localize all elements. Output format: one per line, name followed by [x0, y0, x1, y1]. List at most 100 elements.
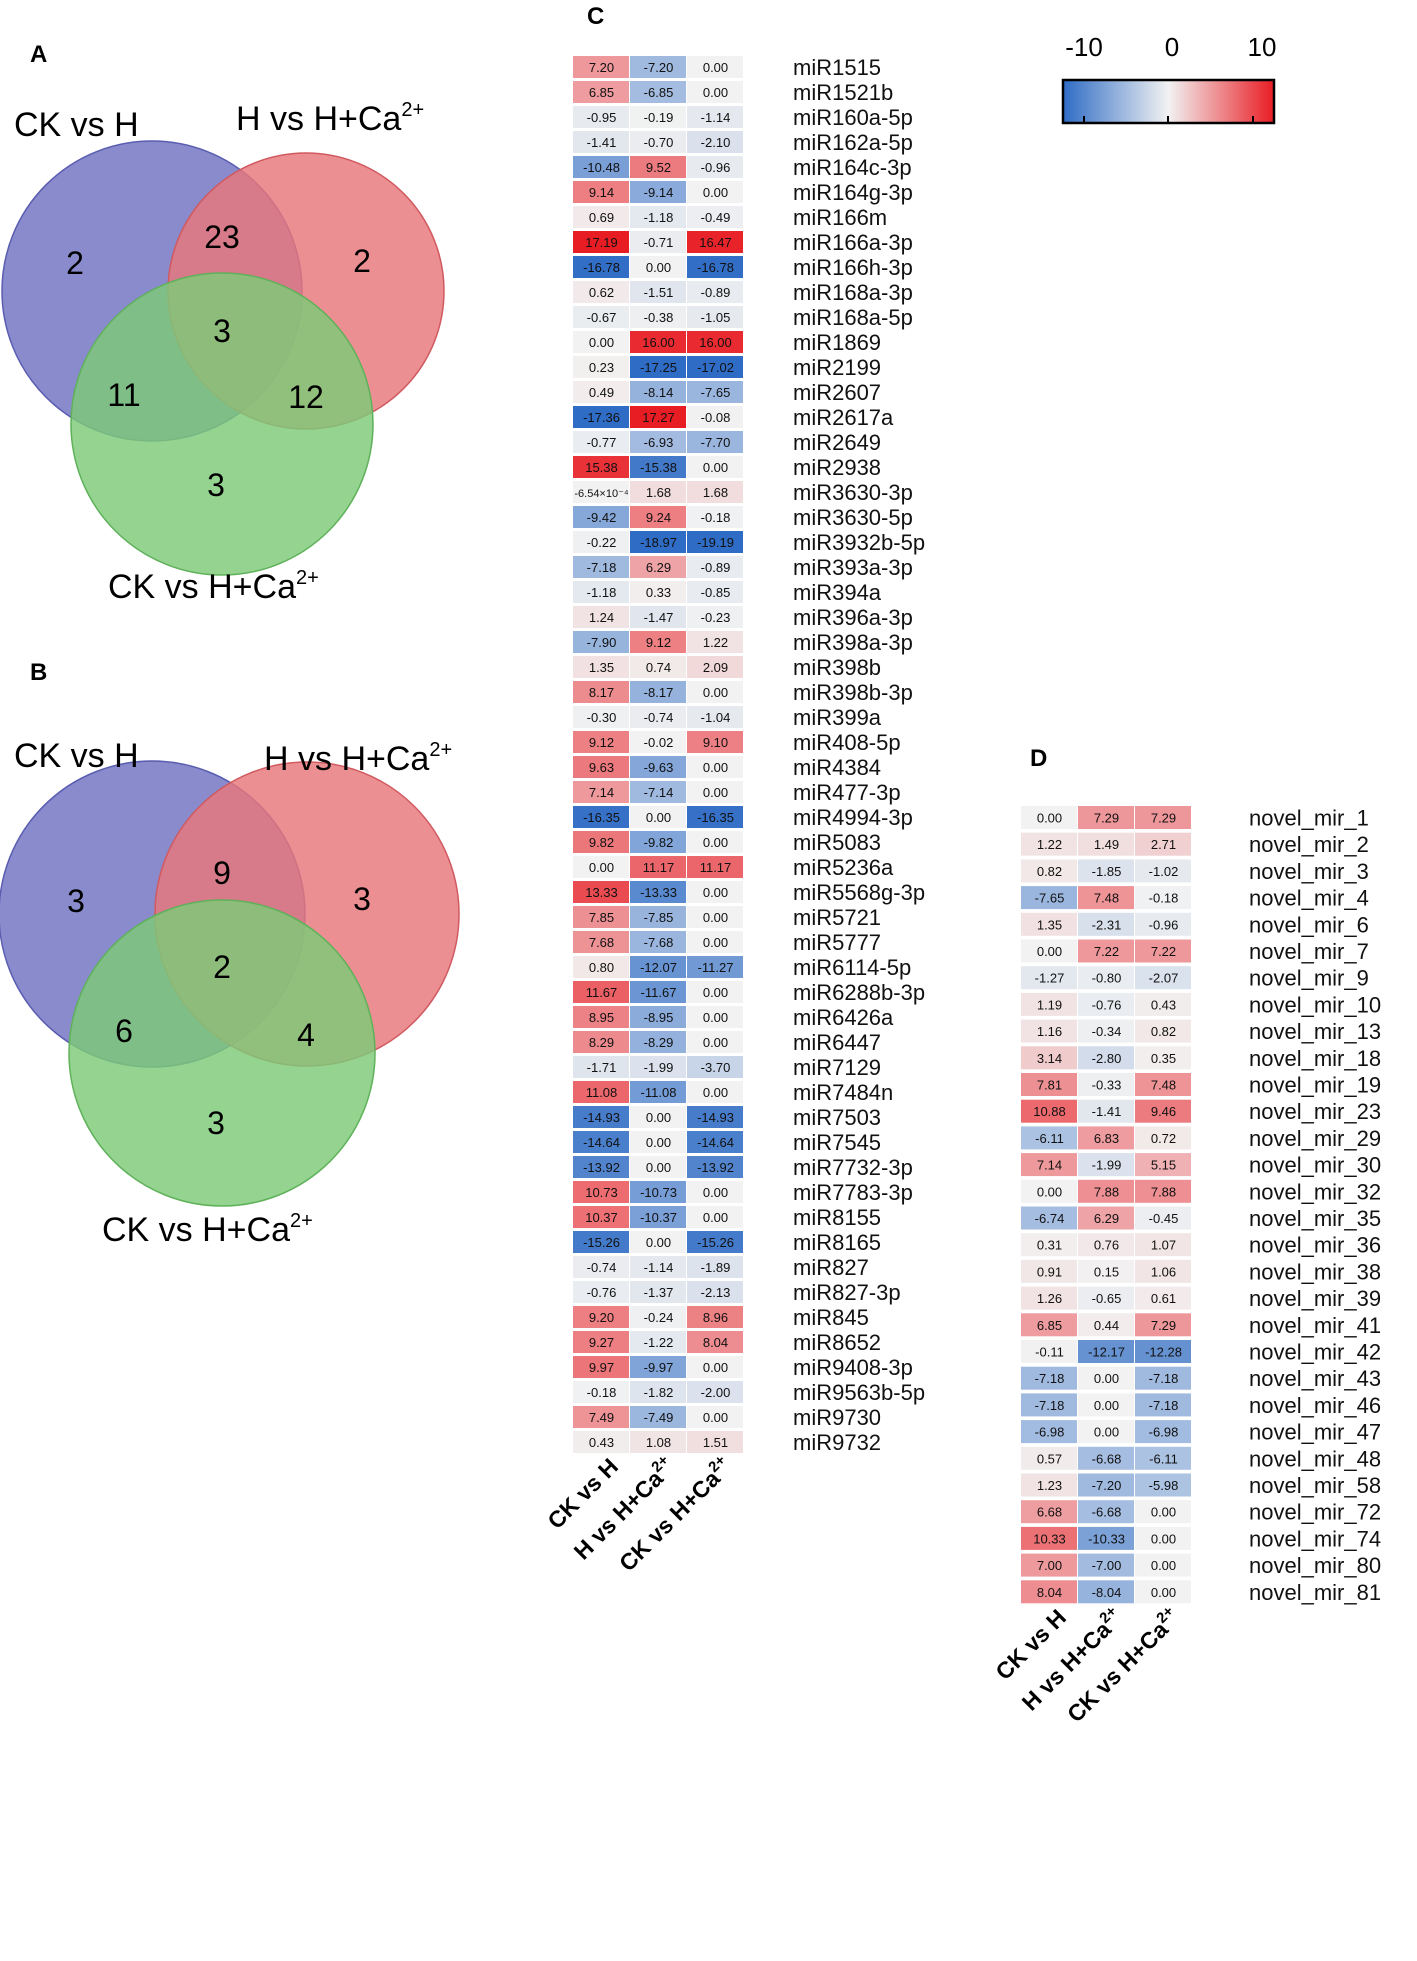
- heatmap-d-value-label: -2.31: [1092, 917, 1122, 932]
- heatmap-c-value-label: 9.12: [646, 635, 671, 650]
- heatmap-c-cell-mir5721-col2: [630, 906, 686, 928]
- venn-b-count-all: 2: [213, 949, 231, 985]
- heatmap-c-value-label: 0.00: [703, 85, 728, 100]
- heatmap-d-cell-novel-mir-39-col2: [1078, 1286, 1134, 1310]
- heatmap-d-cell-novel-mir-18-col1: [1021, 1046, 1077, 1070]
- heatmap-d-row-label-novel-mir-36: novel_mir_36: [1249, 1233, 1381, 1258]
- heatmap-c-value-label: -18.97: [640, 535, 677, 550]
- heatmap-c-row-label-mir7545: miR7545: [793, 1130, 881, 1155]
- heatmap-c-value-label: 11.17: [700, 860, 732, 875]
- heatmap-c-cell-mir6288b-3p-col1: [573, 981, 629, 1003]
- heatmap-c-cell-mir9730-col1: [573, 1406, 629, 1428]
- heatmap-c-value-label: 0.00: [646, 1135, 671, 1150]
- heatmap-c-value-label: 0.00: [703, 1185, 728, 1200]
- heatmap-d-value-label: -6.11: [1149, 1451, 1178, 1466]
- heatmap-c-value-label: -11.08: [641, 1085, 677, 1100]
- venn-a-count-set2-set3: 12: [288, 379, 324, 415]
- heatmap-d-cell-novel-mir-58-col2: [1078, 1473, 1134, 1497]
- heatmap-c-value-label: 0.00: [703, 1210, 728, 1225]
- heatmap-c-value-label: 0.62: [589, 285, 614, 300]
- venn-a-count-set1-set2: 23: [204, 219, 240, 255]
- heatmap-c-value-label: 16.00: [642, 335, 675, 350]
- heatmap-d-cell-novel-mir-47-col2: [1078, 1420, 1134, 1444]
- heatmap-c-value-label: 0.00: [703, 835, 728, 850]
- heatmap-d-cell-novel-mir-13-col3: [1135, 1019, 1191, 1043]
- venn-a-count-all: 3: [213, 313, 231, 349]
- heatmap-d-value-label: 6.68: [1037, 1505, 1062, 1520]
- heatmap-d-cell-novel-mir-18-col2: [1078, 1046, 1134, 1070]
- heatmap-c-value-label: 0.49: [589, 385, 614, 400]
- heatmap-c-cell-mir9730-col2: [630, 1406, 686, 1428]
- heatmap-c-value-label: -7.20: [644, 60, 674, 75]
- heatmap-c-cell-mir7732-3p-col1: [573, 1156, 629, 1178]
- heatmap-d-row-label-novel-mir-42: novel_mir_42: [1249, 1340, 1381, 1365]
- venn-a-label-set3: CK vs H+Ca2+: [108, 567, 319, 606]
- heatmap-c-cell-mir6426a-col2: [630, 1006, 686, 1028]
- venn-b-label-set1: CK vs H: [14, 737, 139, 775]
- heatmap-c-value-label: -0.77: [587, 435, 617, 450]
- heatmap-d-value-label: 0.76: [1094, 1238, 1119, 1253]
- heatmap-c-value-label: -1.89: [701, 1260, 731, 1275]
- heatmap-d-value-label: -1.41: [1092, 1104, 1122, 1119]
- heatmap-c-cell-mir477-3p-col1: [573, 781, 629, 803]
- venn-a-label-set1: CK vs H: [14, 106, 139, 144]
- colorbar-min-label: -10: [1065, 32, 1103, 62]
- heatmap-d-cell-novel-mir-39-col1: [1021, 1286, 1077, 1310]
- heatmap-c-value-label: -0.74: [587, 1260, 617, 1275]
- heatmap-c-cell-mir845-col3: [687, 1306, 743, 1328]
- heatmap-c-value-label: -16.78: [583, 260, 620, 275]
- heatmap-c-row-label-mir6114-5p: miR6114-5p: [793, 955, 911, 980]
- heatmap-d-value-label: 0.15: [1094, 1264, 1119, 1279]
- heatmap-c-value-label: -0.24: [644, 1310, 674, 1325]
- heatmap-c-cell-mir7783-3p-col1: [573, 1181, 629, 1203]
- heatmap-c-value-label: -12.07: [640, 960, 677, 975]
- heatmap-d-value-label: 1.22: [1037, 837, 1062, 852]
- heatmap-d-row-label-novel-mir-35: novel_mir_35: [1249, 1206, 1381, 1231]
- heatmap-c-cell-mir398a-3p-col3: [687, 631, 743, 653]
- heatmap-d-row-label-novel-mir-38: novel_mir_38: [1249, 1259, 1381, 1284]
- heatmap-c-cell-mir2607-col2: [630, 381, 686, 403]
- heatmap-c-cell-mir164g-3p-col3: [687, 181, 743, 203]
- heatmap-d-cell-novel-mir-41-col2: [1078, 1313, 1134, 1337]
- heatmap-d-row-label-novel-mir-19: novel_mir_19: [1249, 1073, 1381, 1098]
- heatmap-d-value-label: 0.91: [1037, 1264, 1062, 1279]
- heatmap-d-value-label: -6.11: [1035, 1131, 1064, 1146]
- heatmap-c-value-label: 9.14: [589, 185, 614, 200]
- heatmap-c-value-label: -10.73: [640, 1185, 677, 1200]
- colorbar-mid-label: 0: [1165, 32, 1179, 62]
- heatmap-d-cell-novel-mir-72-col3: [1135, 1500, 1191, 1524]
- heatmap-d-value-label: 1.16: [1037, 1024, 1062, 1039]
- heatmap-c-row-label-mir5777: miR5777: [793, 930, 881, 955]
- heatmap-c-cell-mir7129-col3: [687, 1056, 743, 1078]
- heatmap-d-row-label-novel-mir-32: novel_mir_32: [1249, 1179, 1381, 1204]
- heatmap-c-cell-mir166a-3p-col1: [573, 231, 629, 253]
- venn-b-count-set1-set2: 9: [213, 855, 231, 891]
- heatmap-d-value-label: 10.33: [1033, 1531, 1066, 1546]
- heatmap-c-cell-mir3932b-5p-col3: [687, 531, 743, 553]
- heatmap-c-cell-mir1515-col1: [573, 56, 629, 78]
- heatmap-c-value-label: -0.89: [701, 560, 731, 575]
- heatmap-d-row-label-novel-mir-1: novel_mir_1: [1249, 806, 1369, 831]
- heatmap-c-value-label: -7.14: [644, 785, 674, 800]
- heatmap-c-cell-mir164c-3p-col3: [687, 156, 743, 178]
- heatmap-c-cell-mir3630-3p-col1: [573, 481, 629, 503]
- heatmap-d-value-label: -8.04: [1092, 1585, 1122, 1600]
- heatmap-d-cell-novel-mir-3-col3: [1135, 859, 1191, 883]
- heatmap-d-value-label: 7.00: [1037, 1558, 1062, 1573]
- heatmap-c-value-label: 0.00: [646, 1160, 671, 1175]
- heatmap-c-value-label: -7.85: [644, 910, 674, 925]
- heatmap-d-value-label: -0.76: [1092, 997, 1122, 1012]
- heatmap-d-cell-novel-mir-3-col1: [1021, 859, 1077, 883]
- heatmap-d-value-label: -0.11: [1035, 1345, 1064, 1360]
- venn-a-count-only-set3: 3: [207, 467, 225, 503]
- heatmap-c-cell-mir5568g-3p-col3: [687, 881, 743, 903]
- heatmap-c-value-label: 0.00: [703, 885, 728, 900]
- heatmap-c-value-label: -7.65: [701, 385, 731, 400]
- heatmap-c-row-label-mir398b: miR398b: [793, 655, 881, 680]
- heatmap-c-value-label: 0.00: [703, 185, 728, 200]
- heatmap-c-value-label: 0.00: [703, 1360, 728, 1375]
- heatmap-c-cell-mir166m-col2: [630, 206, 686, 228]
- heatmap-d-cell-novel-mir-43-col3: [1135, 1366, 1191, 1390]
- heatmap-c-value-label: -17.36: [583, 410, 620, 425]
- heatmap-c-cell-mir162a-5p-col2: [630, 131, 686, 153]
